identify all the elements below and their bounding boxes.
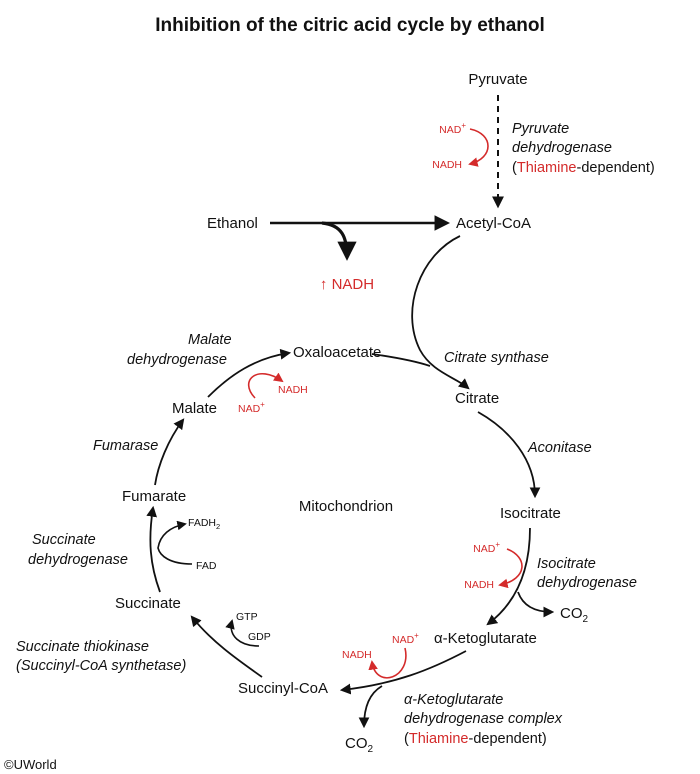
enzyme-mdh-line1: Malate xyxy=(188,332,232,348)
acetylcoa-to-citrate-arrow xyxy=(411,235,470,390)
node-oxaloacetate: Oxaloacetate xyxy=(293,344,381,361)
idh-nad-label: NAD+ xyxy=(473,540,500,555)
pdh-cofactor-arrow xyxy=(468,128,489,167)
node-alpha-ketoglutarate: α-Ketoglutarate xyxy=(434,630,537,647)
node-citrate: Citrate xyxy=(455,390,499,407)
akgdh-cofactor-arrow xyxy=(368,647,407,679)
idh-co2-arrow xyxy=(517,591,555,618)
isocitrate-to-akg-arrow xyxy=(486,527,531,626)
sdh-fadh2-label: FADH2 xyxy=(188,517,220,531)
scs-gdp-label: GDP xyxy=(248,631,271,643)
enzyme-akgdh-line1: α-Ketoglutarate xyxy=(404,692,503,708)
enzyme-idh-line1: Isocitrate xyxy=(537,556,596,572)
pdh-nadh-label: NADH xyxy=(432,159,462,171)
enzyme-scs-line1: Succinate thiokinase xyxy=(16,639,149,655)
enzyme-pdh-line2: dehydrogenase xyxy=(512,140,612,156)
mdh-nadh-label: NADH xyxy=(278,384,308,396)
enzyme-pdh-line3: (Thiamine-dependent) xyxy=(512,160,655,176)
oxaloacetate-join-line xyxy=(371,353,431,367)
node-malate: Malate xyxy=(172,400,217,417)
akg-to-succinylcoa-arrow xyxy=(339,650,467,695)
enzyme-scs-line2: (Succinyl-CoA synthetase) xyxy=(16,658,186,674)
succinylcoa-to-succinate-arrow xyxy=(190,615,263,678)
copyright-label: ©UWorld xyxy=(4,757,57,772)
node-pyruvate: Pyruvate xyxy=(468,71,527,88)
scs-gtp-arrow xyxy=(225,619,260,647)
akgdh-nad-label: NAD+ xyxy=(392,631,419,646)
sdh-fad-arrow xyxy=(157,520,193,565)
nadh-increase-label: ↑ NADH xyxy=(320,276,374,293)
akgdh-co2-arrow xyxy=(358,685,383,729)
akgdh-thiamine-label: Thiamine xyxy=(409,731,469,747)
succinate-to-fumarate-arrow xyxy=(146,505,161,593)
mdh-cofactor-arrow xyxy=(247,372,284,399)
node-succinate: Succinate xyxy=(115,595,181,612)
pdh-thiamine-label: Thiamine xyxy=(517,160,577,176)
enzyme-aconitase: Aconitase xyxy=(527,440,592,456)
node-fumarate: Fumarate xyxy=(122,488,186,505)
enzyme-citrate-synthase: Citrate synthase xyxy=(444,350,549,366)
node-isocitrate: Isocitrate xyxy=(500,505,561,522)
enzyme-mdh-line2: dehydrogenase xyxy=(127,352,227,368)
akgdh-nadh-label: NADH xyxy=(342,649,372,661)
enzyme-idh-line2: dehydrogenase xyxy=(537,575,637,591)
enzyme-fumarase: Fumarase xyxy=(93,438,158,454)
citrate-to-isocitrate-arrow xyxy=(477,411,541,499)
pdh-nad-label: NAD+ xyxy=(439,121,466,136)
node-succinyl-coa: Succinyl-CoA xyxy=(238,680,328,697)
enzyme-sdh-line2: dehydrogenase xyxy=(28,552,128,568)
scs-gtp-label: GTP xyxy=(236,611,258,623)
enzyme-pdh-line1: Pyruvate xyxy=(512,121,569,137)
idh-co2-label: CO2 xyxy=(560,605,589,625)
node-acetyl-coa: Acetyl-CoA xyxy=(456,215,531,232)
enzyme-akgdh-line2: dehydrogenase complex xyxy=(404,711,563,727)
enzyme-sdh-line1: Succinate xyxy=(32,532,96,548)
diagram-title: Inhibition of the citric acid cycle by e… xyxy=(155,15,545,36)
idh-nadh-label: NADH xyxy=(464,579,494,591)
enzyme-akgdh-line3: (Thiamine-dependent) xyxy=(404,731,547,747)
mitochondrion-label: Mitochondrion xyxy=(299,498,393,515)
idh-cofactor-arrow xyxy=(498,548,523,589)
ethanol-nadh-branch-arrow xyxy=(321,221,357,261)
mdh-nad-label: NAD+ xyxy=(238,400,265,415)
fumarate-to-malate-arrow xyxy=(154,418,185,486)
sdh-fad-label: FAD xyxy=(196,560,217,572)
malate-to-oxaloacetate-arrow xyxy=(207,348,292,398)
akgdh-co2-label: CO2 xyxy=(345,735,374,755)
node-ethanol: Ethanol xyxy=(207,215,258,232)
